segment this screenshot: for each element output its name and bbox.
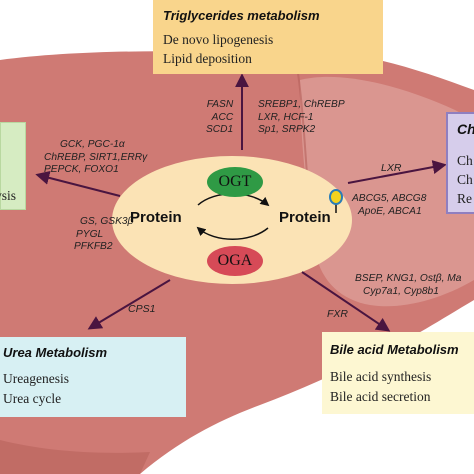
triglycerides-box: Triglycerides metabolism De novo lipogen…: [153, 0, 383, 74]
cholesterol-title: Ch: [457, 121, 474, 137]
cholesterol-line-3: Re: [457, 191, 472, 206]
gene-pepck-foxo1: PEPCK, FOXO1: [44, 164, 119, 176]
gene-pygl: PYGL: [76, 228, 104, 240]
urea-line-1: Ureagenesis: [3, 371, 69, 386]
gene-abcg5-abcg8: ABCG5, ABCG8: [352, 193, 427, 204]
gene-gck-pgc1a: GCK, PGC-1α: [60, 139, 125, 150]
gene-lxr-hcf1: LXR, HCF-1: [258, 111, 314, 123]
gene-gs-gsk3b: GS, GSK3β: [80, 216, 134, 227]
genes-triglycerides-right: SREBP1, ChREBP LXR, HCF-1 Sp1, SRPK2: [258, 99, 345, 137]
liver-lobe: [300, 76, 474, 307]
arrow-urea: [87, 279, 171, 330]
liver-bottom-shade: [0, 440, 150, 474]
genes-glucose-down: GS, GSK3β PYGL PFKFB2: [60, 216, 133, 254]
gene-scd1: SCD1: [206, 124, 234, 136]
cholesterol-box: Ch Ch Ch Re: [446, 112, 474, 214]
genes-cholesterol: ABCG5, ABCG8 ApoE, ABCA1: [352, 193, 426, 218]
triglycerides-line-1: De novo lipogenesis: [163, 32, 274, 47]
urea-box: Urea Metabolism Ureagenesis Urea cycle: [0, 337, 186, 417]
ogt-ellipse: [207, 167, 263, 197]
gene-fasn: FASN: [206, 99, 234, 110]
regulator-lxr: LXR: [381, 162, 402, 174]
arrow-glucose: [35, 170, 121, 197]
bile-acid-line-2: Bile acid secretion: [330, 389, 431, 404]
gene-cyp7a1-cyp8b1: Cyp7a1, Cyp8b1: [363, 285, 439, 297]
gene-bsep-kng1-ostb: BSEP, KNG1, Ostβ, Ma: [355, 273, 462, 284]
ogt-label: OGT: [218, 173, 252, 190]
urea-line-2: Urea cycle: [3, 391, 62, 406]
genes-glucose-up: GCK, PGC-1α ChREBP, SIRT1,ERRγ PEPCK, FO…: [44, 139, 147, 177]
cholesterol-line-2: Ch: [457, 172, 473, 187]
gene-pfkfb2: PFKFB2: [74, 241, 113, 253]
arrow-bile: [301, 271, 391, 332]
regulator-fxr: FXR: [327, 308, 348, 320]
arrow-cholesterol: [347, 160, 447, 184]
o-mark-circle: [329, 189, 343, 205]
gene-sp1-srpk2: Sp1, SRPK2: [258, 124, 316, 136]
oga-label: OGA: [217, 252, 253, 269]
gene-chrebp-sirt1-erry: ChREBP, SIRT1,ERRγ: [44, 151, 148, 163]
bile-acid-box: Bile acid Metabolism Bile acid synthesis…: [322, 332, 474, 414]
bile-acid-line-1: Bile acid synthesis: [330, 369, 432, 384]
triglycerides-line-2: Lipid deposition: [163, 51, 252, 66]
urea-title: Urea Metabolism: [3, 345, 108, 360]
glucose-box: ysis: [0, 122, 26, 210]
bile-acid-title: Bile acid Metabolism: [330, 342, 459, 357]
oga-ellipse: [207, 246, 263, 276]
cholesterol-line-1: Ch: [457, 153, 473, 168]
glucose-line-1: ysis: [0, 188, 17, 203]
center-ellipse: [112, 156, 352, 284]
genes-bile-acid: BSEP, KNG1, Ostβ, Ma Cyp7a1, Cyp8b1: [355, 273, 461, 298]
triglycerides-title: Triglycerides metabolism: [163, 8, 320, 23]
gene-apoe-abca1: ApoE, ABCA1: [358, 205, 422, 217]
genes-triglycerides-left: FASN ACC SCD1: [206, 99, 233, 137]
reverse-cycle-arrow: [196, 226, 269, 240]
protein-right: Protein: [279, 209, 331, 226]
gene-acc: ACC: [211, 111, 234, 123]
protein-left: Protein: [130, 209, 182, 226]
regulator-cps1: CPS1: [128, 303, 156, 315]
gene-srebp1-chrebp: SREBP1, ChREBP: [258, 99, 345, 110]
